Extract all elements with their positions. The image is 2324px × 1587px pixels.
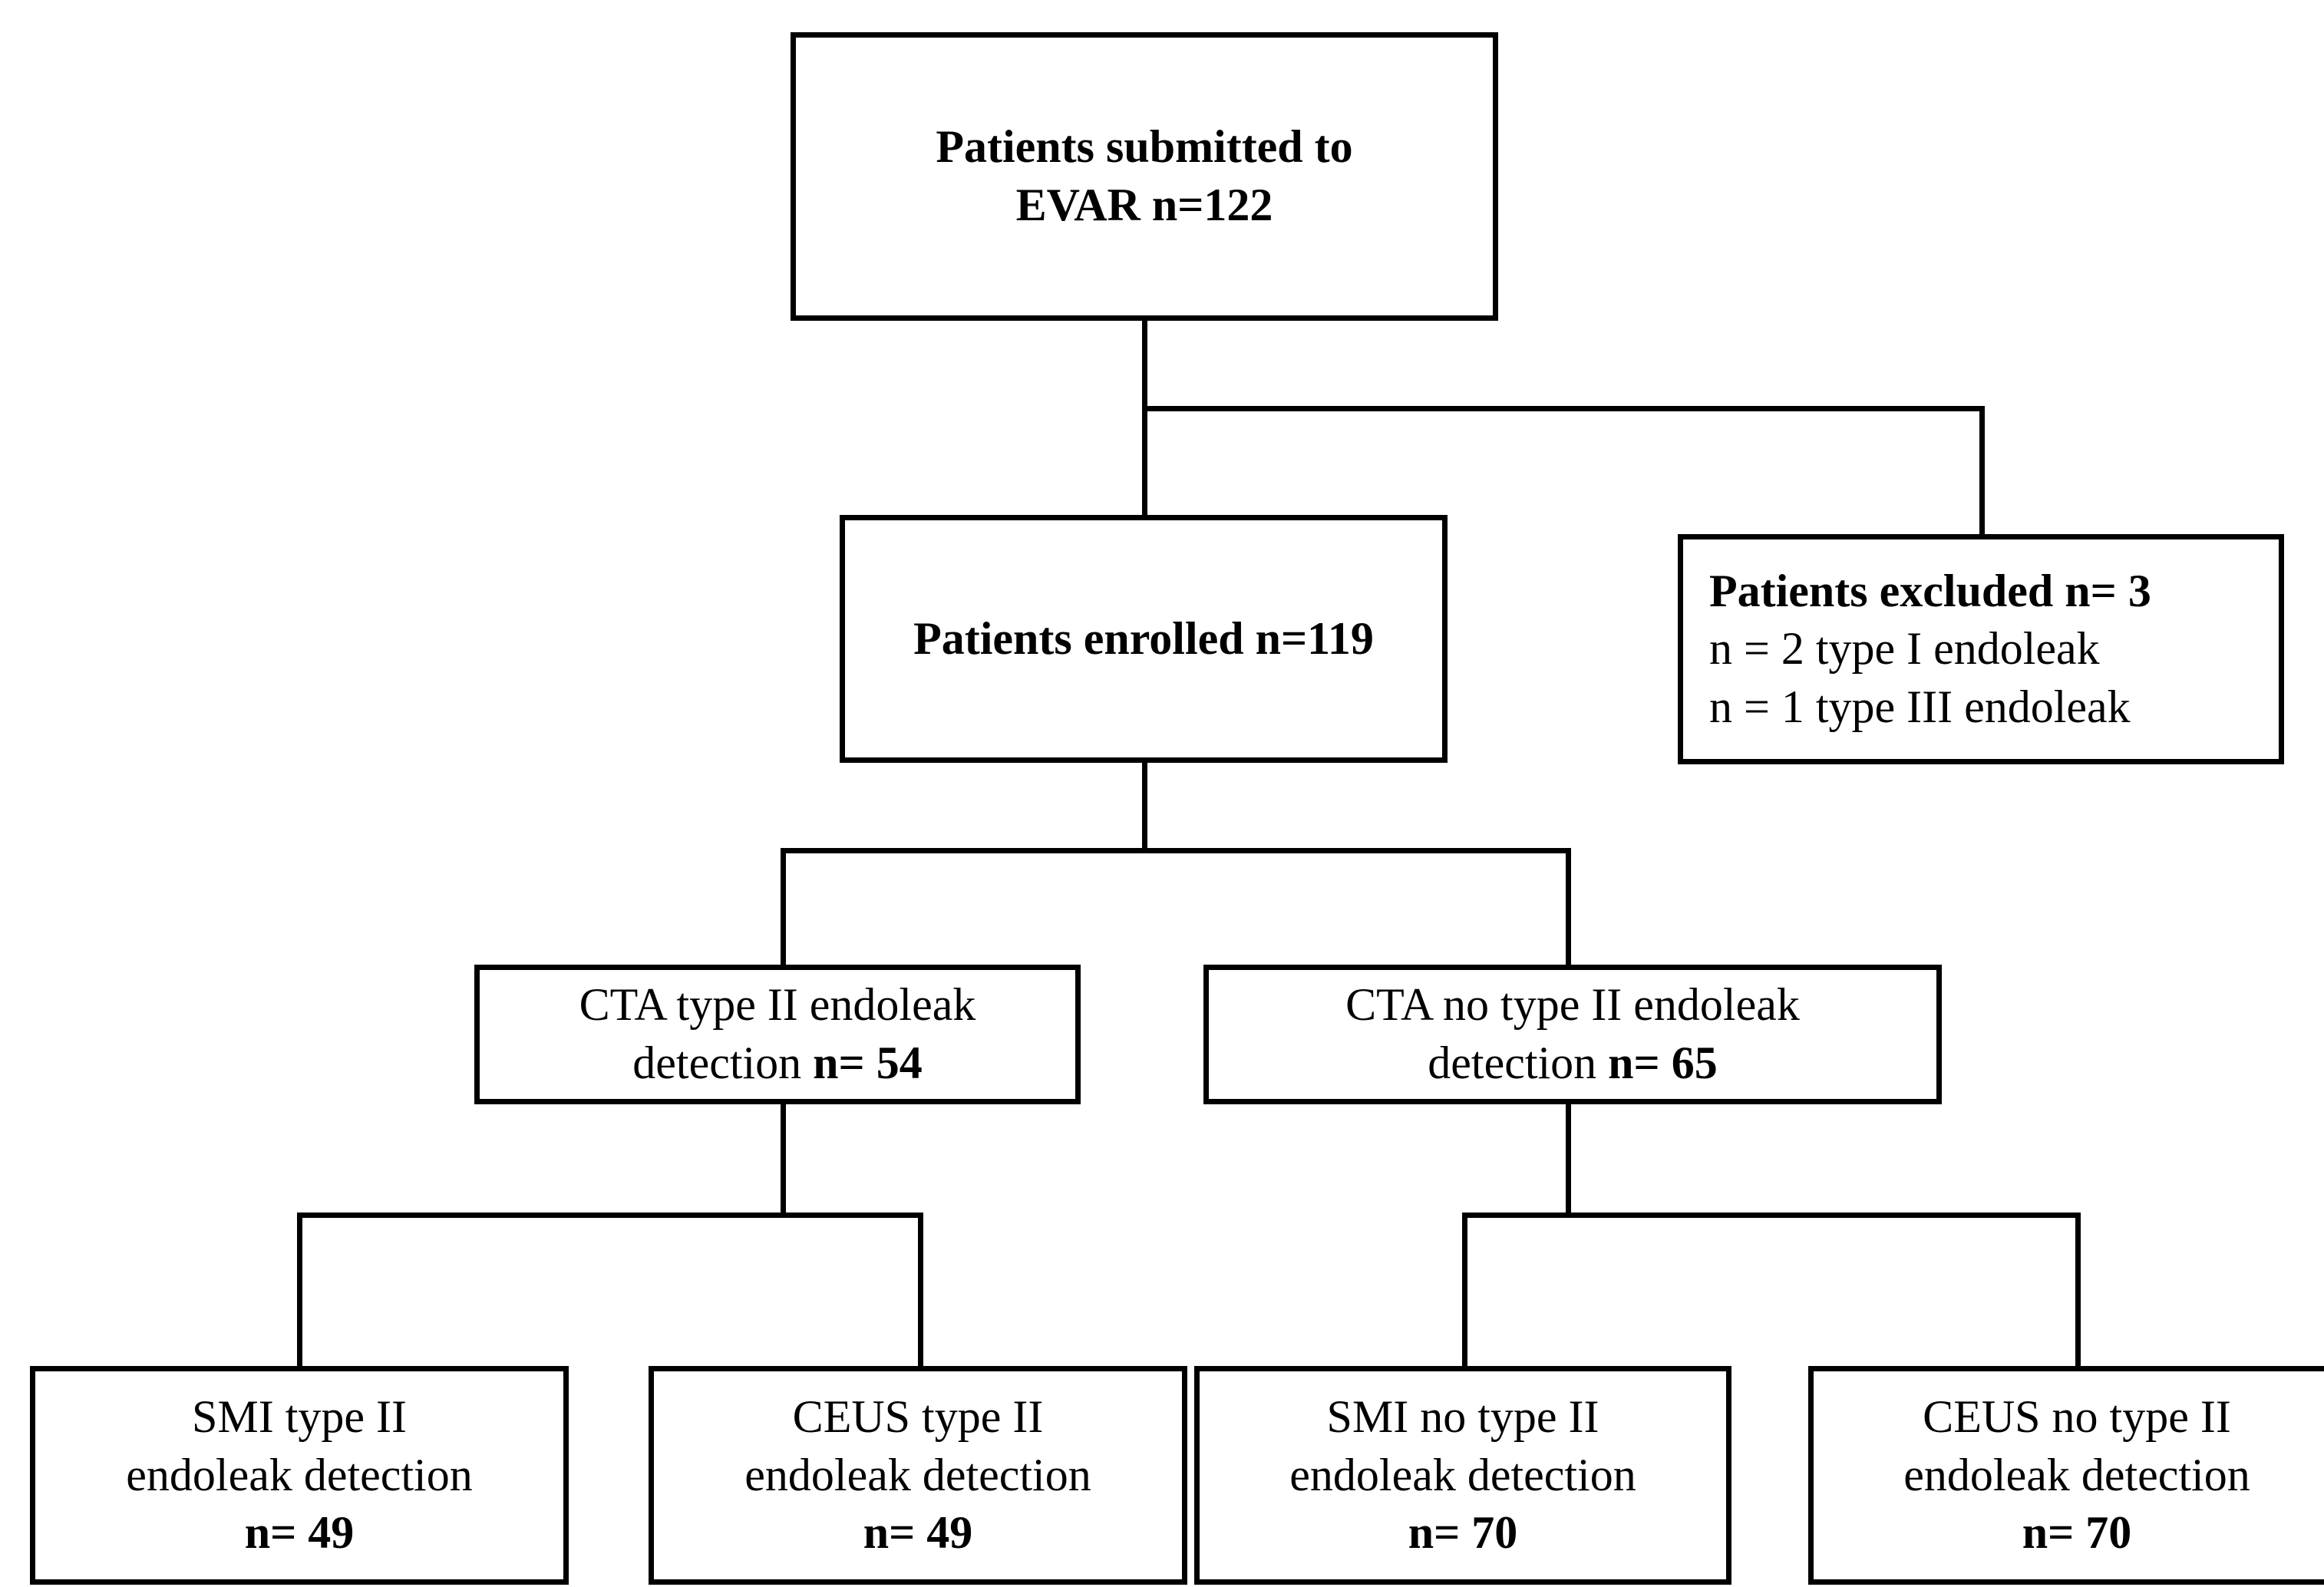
node-ceus-negative-count: n= 70: [2022, 1507, 2132, 1559]
connector-smi-positive-drop: [297, 1213, 302, 1366]
node-smi-negative-count: n= 70: [1408, 1507, 1518, 1559]
node-smi-positive-count: n= 49: [244, 1507, 355, 1559]
node-cta-no-type-ii-endoleak[interactable]: CTA no type II endoleak detection n= 65: [1203, 965, 1942, 1104]
connector-cta-positive-stem: [781, 1104, 786, 1218]
connector-submitted-bus: [1142, 406, 1985, 411]
connector-cta-negative-stem: [1566, 1104, 1571, 1218]
node-cta-type-ii-endoleak[interactable]: CTA type II endoleak detection n= 54: [474, 965, 1081, 1104]
node-ceus-negative-line1: CEUS no type II: [1923, 1391, 2231, 1443]
connector-ceus-positive-drop: [918, 1213, 923, 1366]
node-smi-type-ii-detection[interactable]: SMI type II endoleak detection n= 49: [30, 1366, 569, 1585]
node-cta-positive-detection-label: detection: [632, 1038, 814, 1088]
node-excluded-line3: n = 1 type III endoleak: [1709, 681, 2131, 732]
node-patients-enrolled[interactable]: Patients enrolled n=119: [840, 515, 1448, 763]
node-smi-positive-line2: endoleak detection: [126, 1449, 473, 1500]
connector-enrolled-drop: [1142, 406, 1147, 520]
connector-cta-negative-bus: [1462, 1213, 2081, 1218]
node-cta-negative-detection-label: detection: [1428, 1038, 1609, 1088]
connector-cta-positive-drop: [781, 848, 786, 967]
node-smi-no-type-ii-detection[interactable]: SMI no type II endoleak detection n= 70: [1194, 1366, 1731, 1585]
node-cta-negative-line1: CTA no type II endoleak: [1345, 979, 1800, 1031]
node-ceus-positive-count: n= 49: [863, 1507, 973, 1559]
node-cta-negative-count: n= 65: [1608, 1038, 1718, 1088]
node-smi-negative-line1: SMI no type II: [1326, 1391, 1599, 1443]
node-cta-positive-line1: CTA type II endoleak: [579, 979, 976, 1031]
connector-smi-negative-drop: [1462, 1213, 1467, 1366]
node-ceus-negative-line2: endoleak detection: [1903, 1449, 2250, 1500]
node-enrolled-line1: Patients enrolled n=119: [913, 612, 1374, 664]
node-ceus-positive-line1: CEUS type II: [792, 1391, 1044, 1443]
node-smi-positive-line1: SMI type II: [192, 1391, 407, 1443]
node-excluded-line1: Patients excluded n= 3: [1709, 565, 2151, 616]
node-patients-excluded[interactable]: Patients excluded n= 3 n = 2 type I endo…: [1678, 534, 2284, 764]
node-patients-submitted[interactable]: Patients submitted to EVAR n=122: [791, 32, 1498, 321]
connector-cta-positive-bus: [297, 1213, 923, 1218]
node-cta-negative-line2: detection n= 65: [1428, 1034, 1717, 1093]
node-cta-positive-count: n= 54: [813, 1038, 923, 1088]
connector-excluded-drop: [1979, 406, 1985, 538]
connector-enrolled-stem: [1142, 763, 1147, 853]
connector-ceus-negative-drop: [2075, 1213, 2081, 1366]
node-cta-positive-line2: detection n= 54: [632, 1034, 922, 1093]
node-ceus-positive-line2: endoleak detection: [744, 1449, 1091, 1500]
node-submitted-line2: EVAR n=122: [1015, 180, 1273, 230]
connector-submitted-stem: [1142, 321, 1147, 411]
connector-cta-negative-drop: [1566, 848, 1571, 967]
node-submitted-line1: Patients submitted to: [936, 121, 1353, 173]
node-excluded-line2: n = 2 type I endoleak: [1709, 623, 2100, 675]
node-smi-negative-line2: endoleak detection: [1289, 1449, 1636, 1500]
node-ceus-no-type-ii-detection[interactable]: CEUS no type II endoleak detection n= 70: [1808, 1366, 2324, 1585]
connector-enrolled-bus: [781, 848, 1571, 853]
node-ceus-type-ii-detection[interactable]: CEUS type II endoleak detection n= 49: [649, 1366, 1187, 1585]
